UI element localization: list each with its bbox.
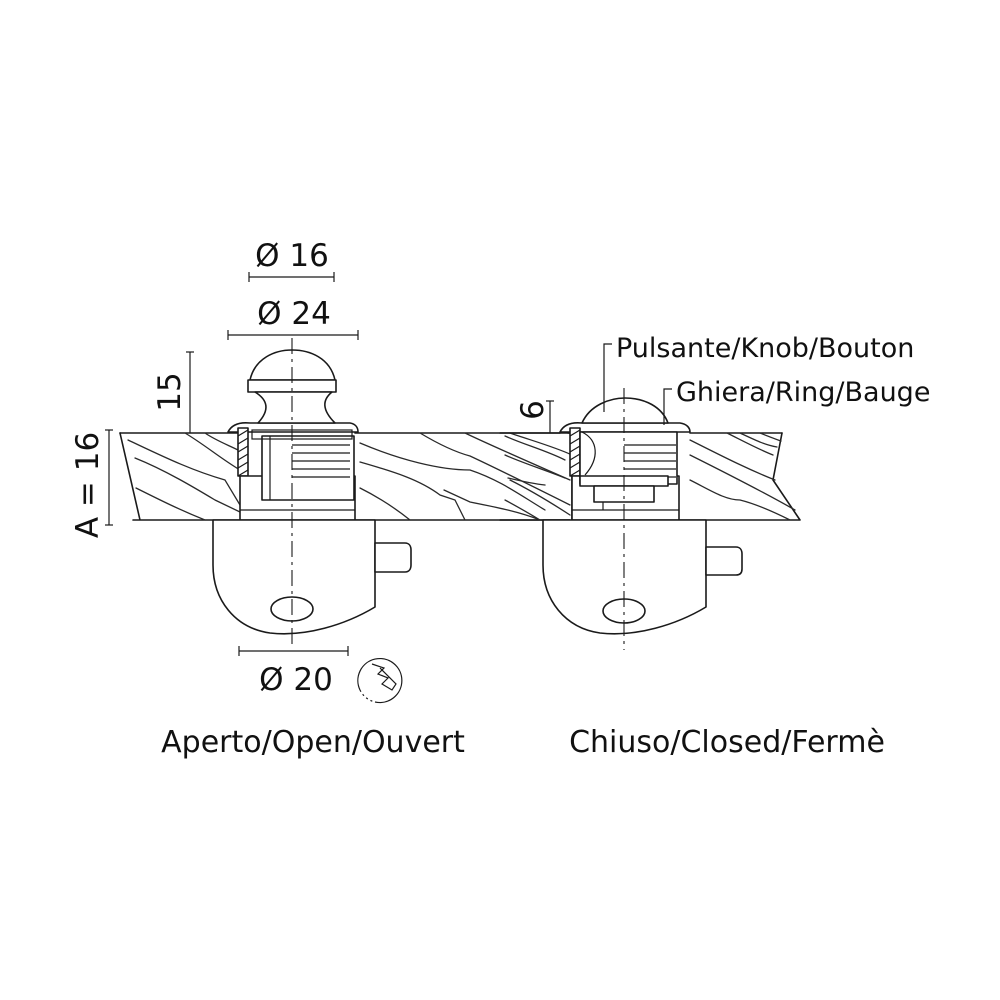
closed-caption: Chiuso/Closed/Fermè — [569, 725, 885, 760]
callout-knob: Pulsante/Knob/Bouton — [603, 333, 914, 412]
ring-callout-label: Ghiera/Ring/Bauge — [676, 377, 930, 408]
knob-callout-label: Pulsante/Knob/Bouton — [616, 333, 914, 364]
dimension-body-diameter: Ø 20 — [238, 646, 349, 698]
lock-closed — [542, 388, 743, 650]
lock-open — [212, 338, 412, 645]
knob-height-closed-label: 6 — [515, 400, 551, 420]
dimension-ring-diameter: Ø 24 — [227, 296, 359, 340]
open-caption: Aperto/Open/Ouvert — [161, 725, 465, 760]
knob-diameter-label: Ø 16 — [255, 238, 329, 274]
dimension-knob-height-closed: 6 — [515, 400, 554, 433]
key-icon — [357, 657, 403, 704]
dimension-knob-diameter: Ø 16 — [248, 238, 335, 282]
knob-height-label: 15 — [152, 372, 188, 411]
body-diameter-label: Ø 20 — [259, 662, 333, 698]
ring-diameter-label: Ø 24 — [257, 296, 331, 332]
callout-ring: Ghiera/Ring/Bauge — [663, 377, 930, 425]
dimension-thickness: A = 16 — [70, 429, 113, 538]
thickness-label: A = 16 — [70, 432, 106, 538]
dimension-knob-height: 15 — [152, 351, 194, 433]
